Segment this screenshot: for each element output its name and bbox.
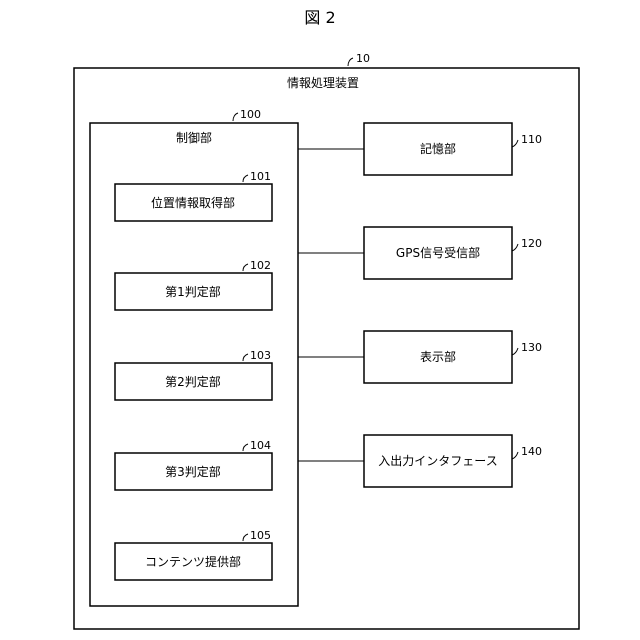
peripheral-ref-130: 130 bbox=[521, 341, 542, 354]
apparatus-ref-leader bbox=[348, 58, 353, 66]
peripheral-ref-120: 120 bbox=[521, 237, 542, 250]
sub-unit-ref-103: 103 bbox=[250, 349, 271, 362]
control-unit-ref-leader bbox=[233, 113, 238, 121]
sub-unit-ref-105: 105 bbox=[250, 529, 271, 542]
sub-unit-label-102: 第1判定部 bbox=[165, 284, 221, 299]
peripheral-ref-leader-130 bbox=[512, 348, 518, 355]
figure-label: 図 2 bbox=[304, 8, 335, 27]
peripheral-label-120: GPS信号受信部 bbox=[396, 245, 480, 260]
sub-unit-label-103: 第2判定部 bbox=[165, 374, 221, 389]
peripheral-ref-110: 110 bbox=[521, 133, 542, 146]
peripheral-label-130: 表示部 bbox=[420, 349, 456, 364]
control-unit-title: 制御部 bbox=[176, 130, 212, 145]
sub-unit-ref-leader-101 bbox=[243, 175, 248, 182]
apparatus-title: 情報処理装置 bbox=[287, 76, 359, 90]
control-unit-ref: 100 bbox=[240, 108, 261, 121]
peripheral-label-140: 入出力インタフェース bbox=[378, 454, 497, 468]
sub-unit-label-101: 位置情報取得部 bbox=[151, 195, 235, 210]
sub-unit-ref-leader-102 bbox=[243, 264, 248, 271]
sub-unit-ref-104: 104 bbox=[250, 439, 271, 452]
peripheral-ref-140: 140 bbox=[521, 445, 542, 458]
sub-unit-ref-101: 101 bbox=[250, 170, 271, 183]
peripheral-ref-leader-120 bbox=[512, 244, 518, 251]
sub-unit-label-105: コンテンツ提供部 bbox=[145, 554, 241, 569]
sub-unit-ref-leader-103 bbox=[243, 354, 248, 361]
sub-unit-ref-leader-104 bbox=[243, 444, 248, 451]
peripheral-ref-leader-110 bbox=[512, 140, 518, 147]
sub-unit-label-104: 第3判定部 bbox=[165, 464, 221, 479]
sub-unit-ref-102: 102 bbox=[250, 259, 271, 272]
peripheral-label-110: 記憶部 bbox=[420, 141, 456, 156]
peripheral-ref-leader-140 bbox=[512, 452, 518, 459]
sub-unit-ref-leader-105 bbox=[243, 534, 248, 541]
apparatus-ref: 10 bbox=[356, 52, 370, 65]
apparatus-box bbox=[74, 68, 579, 629]
